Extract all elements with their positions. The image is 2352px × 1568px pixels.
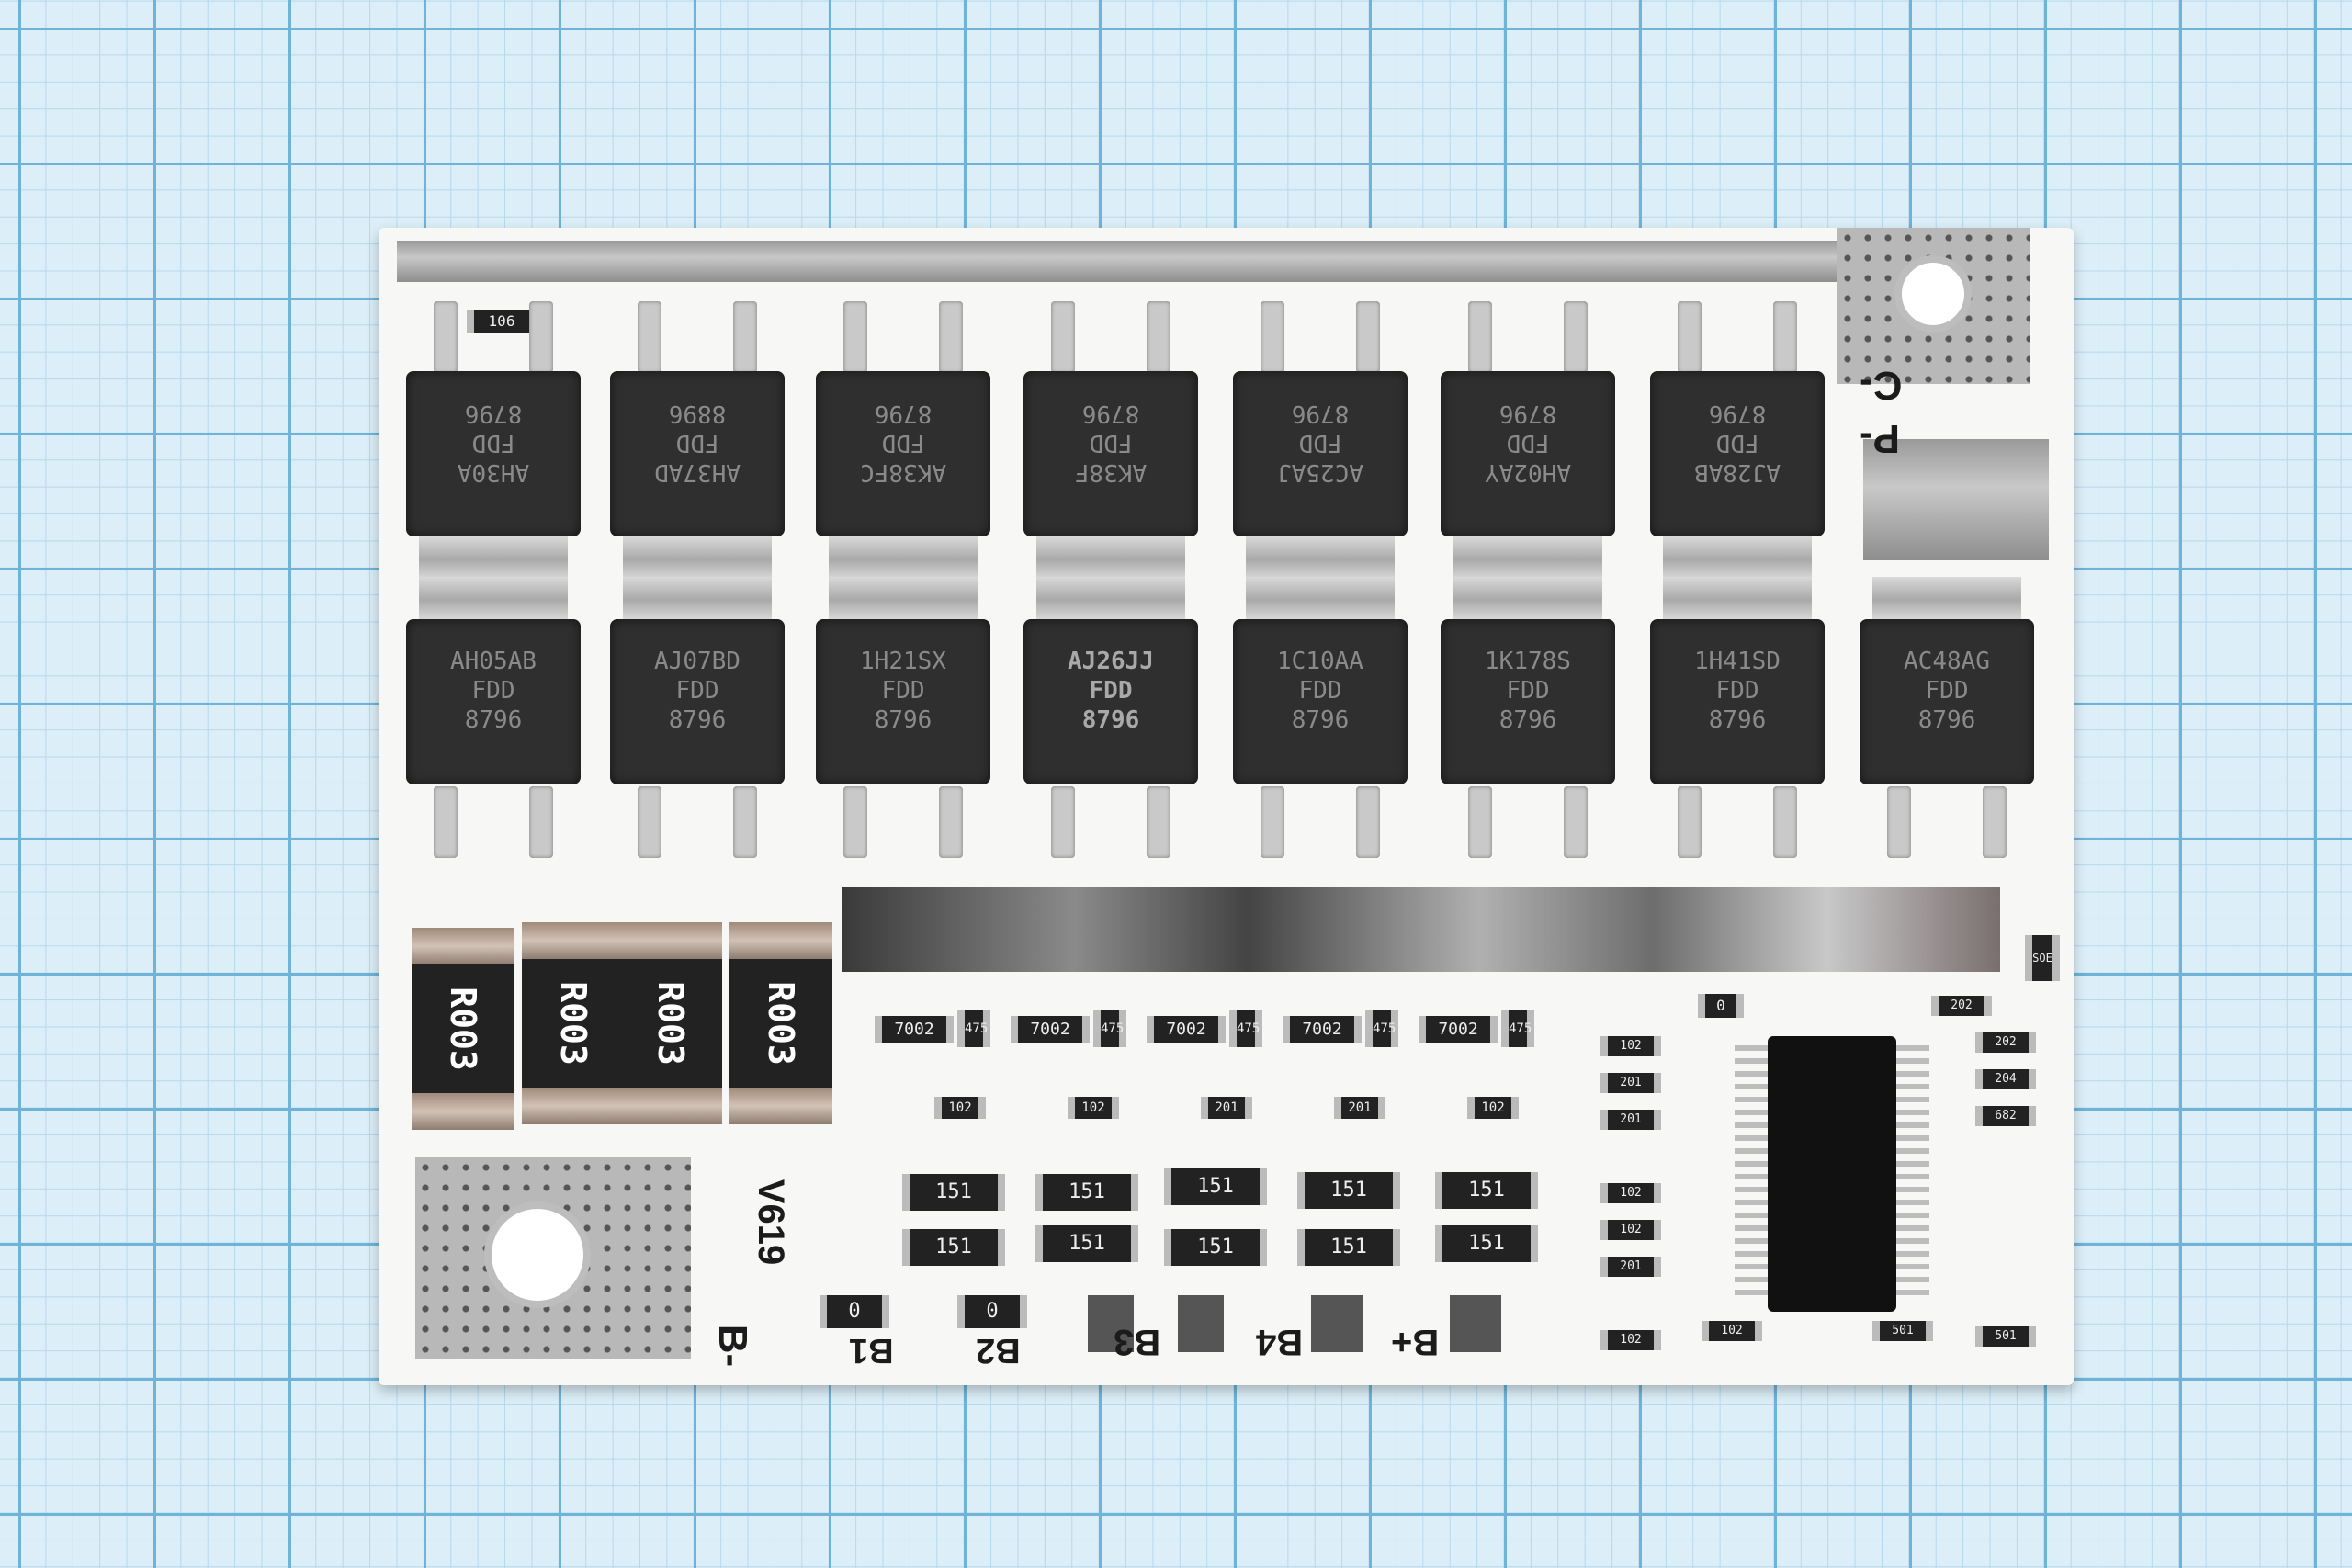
transistor-4: 7002 [1283,1016,1362,1043]
mosfet-bottom-4: AJ26JJ FDD 8796 [1023,577,1198,880]
resistor-151-a5: 151 [1435,1172,1538,1209]
resistor-475-5: 475 [1501,1010,1534,1047]
label-b-minus: B- [710,1324,756,1368]
ic-pins-right [1896,1045,1929,1303]
bms-circuit-board: C- P- 106 8796 FDD AH30A 8896 FDD AH37AD [379,228,2074,1385]
resistor-right-4: 501 [1975,1326,2036,1347]
mosfet-top-5: 8796 FDD AC25AJ [1233,301,1408,595]
resistor-151-b4: 151 [1297,1229,1400,1266]
resistor-bottom-102: 102 [1702,1321,1762,1341]
pad-b4 [1311,1295,1363,1352]
mounting-hole-top [1894,255,1972,333]
resistor-top-zero: 0 [1698,994,1744,1018]
mosfet-top-4: 8796 FDD AK38F [1023,301,1198,595]
resistor-151-a1: 151 [902,1174,1005,1211]
resistor-row2-4: 201 [1334,1097,1385,1119]
mosfet-top-1: 8796 FDD AH30A [406,301,581,595]
pad-b3 [1088,1295,1134,1352]
mosfet-top-6: 8796 FDD AH02AY [1441,301,1615,595]
p-minus-pad [1863,439,2049,560]
resistor-left-6: 201 [1600,1073,1661,1093]
ic-pins-left [1735,1045,1768,1303]
resistor-151-b3: 151 [1164,1229,1267,1266]
mosfet-bottom-8: AC48AG FDD 8796 [1860,577,2034,880]
resistor-row2-1: 102 [934,1097,986,1119]
resistor-left-1: 102 [1600,1036,1661,1056]
resistor-151-a3: 151 [1164,1168,1267,1205]
transistor-5: 7002 [1419,1016,1498,1043]
mosfet-bottom-5: 1C10AA FDD 8796 [1233,577,1408,880]
resistor-475-1: 475 [957,1010,990,1047]
mosfet-bottom-2: AJ07BD FDD 8796 [610,577,785,880]
resistor-475-2: 475 [1093,1010,1126,1047]
shunt-resistor-2: R003 [522,922,625,1124]
transistor-2: 7002 [1011,1016,1090,1043]
pad-b-plus [1450,1295,1501,1352]
resistor-left-5: 102 [1600,1330,1661,1350]
label-b4: B4 [1256,1322,1304,1362]
resistor-151-b1: 151 [902,1229,1005,1266]
resistor-right-2: 204 [1975,1069,2036,1089]
pad-b3-b [1178,1295,1224,1352]
label-b1: B1 [849,1331,894,1370]
resistor-top-202: 202 [1931,996,1992,1016]
shunt-resistor-3: R003 [619,922,722,1124]
resistor-bottom-501: 501 [1872,1321,1933,1341]
mosfet-bottom-7: 1H41SD FDD 8796 [1650,577,1825,880]
resistor-row2-5: 102 [1467,1097,1519,1119]
shunt-resistor-1: R003 [412,928,514,1130]
resistor-left-2: 201 [1600,1110,1661,1130]
label-b-plus: B+ [1391,1322,1440,1362]
resistor-row2-2: 102 [1068,1097,1119,1119]
mosfet-bottom-1: AH05AB FDD 8796 [406,577,581,880]
mounting-hole-bottom [484,1201,591,1308]
label-p-minus: P- [1860,416,1900,461]
resistor-right-1: 202 [1975,1032,2036,1053]
transistor-1: 7002 [875,1016,954,1043]
mosfet-bottom-6: 1K178S FDD 8796 [1441,577,1615,880]
resistor-151-b5: 151 [1435,1225,1538,1262]
resistor-left-4: 201 [1600,1257,1661,1277]
mosfet-top-7: 8796 FDD AJ28AB [1650,301,1825,595]
label-c-minus: C- [1860,363,1903,408]
top-copper-strip [397,241,1849,282]
solder-strip [842,887,2000,972]
resistor-row2-3: 201 [1201,1097,1252,1119]
label-b3: B3 [1114,1322,1161,1362]
label-version: V619 [751,1179,792,1266]
resistor-151-a4: 151 [1297,1172,1400,1209]
resistor-left-3: 102 [1600,1183,1661,1203]
resistor-b2: 0 [957,1295,1027,1328]
mosfet-top-2: 8896 FDD AH37AD [610,301,785,595]
bms-controller-ic [1768,1036,1896,1312]
resistor-right-3: 682 [1975,1106,2036,1126]
resistor-475-4: 475 [1365,1010,1398,1047]
mosfet-top-3: 8796 FDD AK38FC [816,301,990,595]
resistor-corner: SOE [2025,935,2060,981]
resistor-475-3: 475 [1229,1010,1262,1047]
resistor-left-7: 102 [1600,1220,1661,1240]
mosfet-bottom-3: 1H21SX FDD 8796 [816,577,990,880]
transistor-3: 7002 [1147,1016,1226,1043]
shunt-resistor-4: R003 [729,922,832,1124]
label-b2: B2 [976,1331,1021,1370]
resistor-151-a2: 151 [1035,1174,1138,1211]
resistor-b1: 0 [820,1295,889,1328]
resistor-151-b2: 151 [1035,1225,1138,1262]
top-right-pad [1838,228,2030,384]
